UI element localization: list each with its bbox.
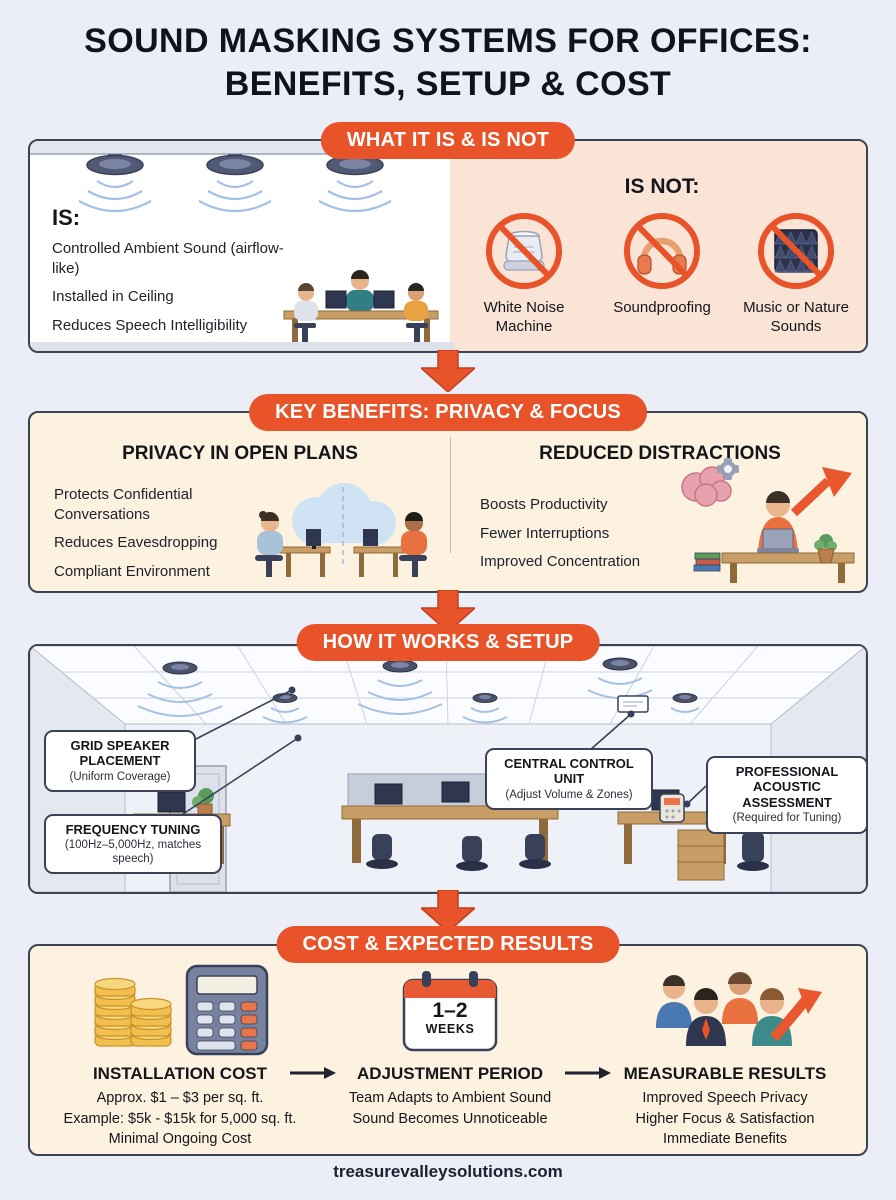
callout-grid-speaker-placement: GRID SPEAKER PLACEMENT (Uniform Coverage…: [44, 730, 196, 793]
control-unit-device: [617, 695, 649, 713]
calendar-text: 1–2 WEEKS: [398, 999, 502, 1037]
callout-title: FREQUENCY TUNING: [65, 822, 201, 837]
callout-acoustic-assessment: PROFESSIONAL ACOUSTIC ASSESSMENT (Requir…: [706, 756, 866, 834]
badge-key-benefits: KEY BENEFITS: PRIVACY & FOCUS: [249, 394, 647, 431]
cost-line: Minimal Ongoing Cost: [108, 1131, 252, 1148]
distraction-item: Boosts Productivity: [480, 496, 608, 513]
coins-calculator-icon: [94, 964, 269, 1056]
measurable-results-heading: MEASURABLE RESULTS: [623, 1064, 827, 1083]
callout-title: GRID SPEAKER PLACEMENT: [70, 738, 170, 769]
section-key-benefits: PRIVACY IN OPEN PLANS REDUCED DISTRACTIO…: [28, 411, 868, 593]
section-how-it-works: GRID SPEAKER PLACEMENT (Uniform Coverage…: [28, 644, 868, 894]
section-what-it-is: IS: Controlled Ambient Sound (airflow-li…: [28, 139, 868, 353]
callout-frequency-tuning: FREQUENCY TUNING (100Hz–5,000Hz, matches…: [44, 814, 222, 875]
callout-subtitle: (100Hz–5,000Hz, matches speech): [64, 839, 202, 865]
callout-title: PROFESSIONAL ACOUSTIC ASSESSMENT: [735, 764, 839, 810]
adjustment-line: Sound Becomes Unnoticeable: [352, 1110, 548, 1127]
installation-cost-heading: INSTALLATION COST: [92, 1064, 268, 1083]
page-title-line1: SOUND MASKING SYSTEMS FOR OFFICES:: [84, 22, 812, 60]
adjustment-period-details: Team Adapts to Ambient Sound Sound Becom…: [325, 1088, 575, 1129]
callout-subtitle: (Adjust Volume & Zones): [505, 788, 633, 801]
badge-cost-results: COST & EXPECTED RESULTS: [276, 926, 620, 963]
callout-subtitle: (Required for Tuning): [732, 811, 842, 824]
result-line: Improved Speech Privacy: [642, 1090, 808, 1106]
is-heading: IS:: [52, 205, 81, 230]
website-footer: treasurevalleysolutions.com: [333, 1162, 563, 1181]
results-details: Improved Speech Privacy Higher Focus & S…: [595, 1088, 855, 1150]
flow-right-arrow: [565, 1067, 611, 1079]
result-line: Higher Focus & Satisfaction: [635, 1110, 815, 1127]
column-divider: [450, 437, 451, 553]
privacy-list: Protects Confidential Conversations Redu…: [54, 485, 259, 590]
calendar-icon: [402, 971, 498, 1052]
privacy-item: Protects Confidential Conversations: [54, 486, 193, 523]
privacy-heading: PRIVACY IN OPEN PLANS: [122, 443, 358, 464]
is-item: Controlled Ambient Sound (airflow-like): [52, 240, 284, 277]
callout-central-control-unit: CENTRAL CONTROL UNIT (Adjust Volume & Zo…: [485, 748, 653, 811]
is-not-label: Soundproofing: [613, 299, 711, 316]
team-results-icon: [656, 972, 822, 1046]
is-not-heading: IS NOT:: [624, 175, 700, 198]
callout-title: CENTRAL CONTROL UNIT: [504, 756, 634, 787]
floor-strip: [30, 342, 454, 351]
cost-line: Example: $5k - $15k for 5,000 sq. ft.: [63, 1110, 297, 1127]
distractions-heading: REDUCED DISTRACTIONS: [539, 443, 781, 464]
acoustic-foam-icon: [758, 213, 834, 289]
callout-subtitle: (Uniform Coverage): [69, 770, 171, 783]
privacy-cloud-illustration: [255, 483, 427, 577]
is-item: Installed in Ceiling: [52, 288, 174, 305]
privacy-item: Compliant Environment: [54, 562, 210, 580]
white-noise-machine-icon: [486, 213, 562, 289]
office-workers-illustration: [283, 270, 439, 347]
calendar-weeks-label: WEEKS: [425, 1022, 475, 1037]
flow-down-arrow: [421, 590, 475, 632]
flow-down-arrow: [421, 890, 475, 932]
headphones-icon: [624, 213, 700, 289]
is-not-label: Music or Nature Sounds: [743, 299, 849, 335]
focus-worker-illustration: [681, 458, 855, 583]
privacy-item: Reduces Eavesdropping: [54, 534, 218, 551]
cost-line: Approx. $1 – $3 per sq. ft.: [96, 1090, 264, 1106]
distractions-list: Boosts Productivity Fewer Interruptions …: [480, 495, 695, 581]
distraction-item: Fewer Interruptions: [480, 524, 610, 542]
badge-what-it-is: WHAT IT IS & IS NOT: [320, 122, 576, 159]
calendar-weeks-value: 1–2: [432, 999, 468, 1022]
adjustment-period-heading: ADJUSTMENT PERIOD: [356, 1064, 544, 1083]
adjustment-line: Team Adapts to Ambient Sound: [348, 1090, 552, 1106]
is-list: Controlled Ambient Sound (airflow-like) …: [52, 239, 292, 344]
flow-down-arrow: [421, 350, 475, 392]
is-item: Reduces Speech Intelligibility: [52, 316, 248, 334]
flow-right-arrow: [290, 1067, 336, 1079]
assessment-device: [659, 793, 685, 823]
badge-how-it-works: HOW IT WORKS & SETUP: [296, 624, 600, 661]
page-title-line2: BENEFITS, SETUP & COST: [224, 64, 672, 103]
section-cost-results: 1–2 WEEKS INSTALLATION COST ADJUSTMENT P…: [28, 944, 868, 1156]
page-title: SOUND MASKING SYSTEMS FOR OFFICES: BENEF…: [0, 20, 896, 106]
distraction-item: Improved Concentration: [480, 553, 641, 570]
result-line: Immediate Benefits: [662, 1131, 788, 1148]
installation-cost-details: Approx. $1 – $3 per sq. ft. Example: $5k…: [50, 1088, 310, 1150]
is-not-label: White Noise Machine: [483, 299, 565, 335]
